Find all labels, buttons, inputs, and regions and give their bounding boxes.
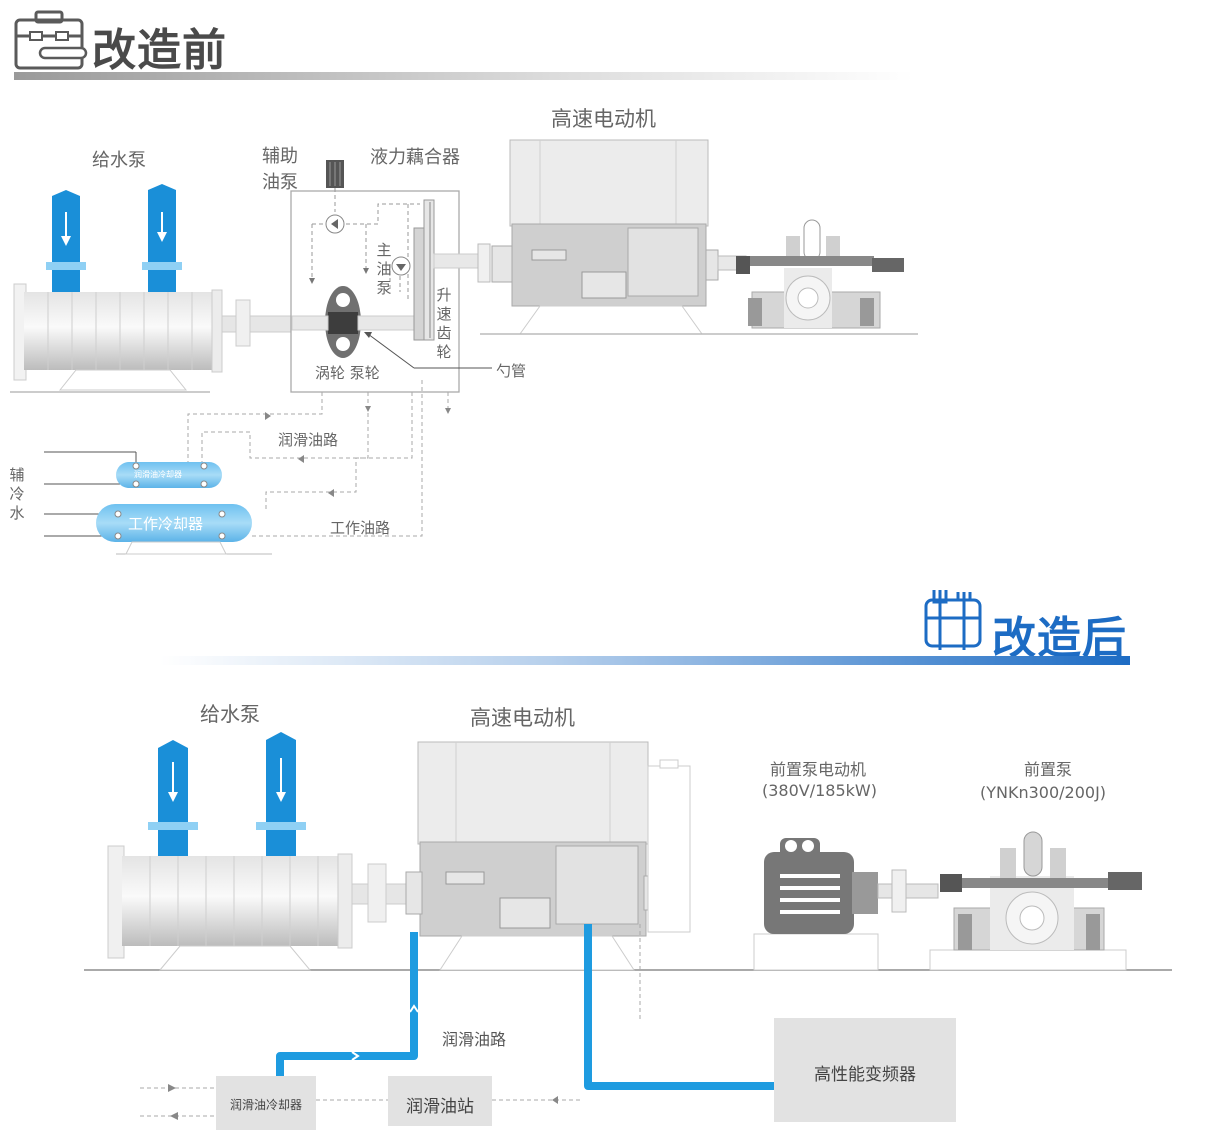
before-feed-pump-label: 给水泵 bbox=[92, 150, 146, 171]
lube-oil-pipes bbox=[276, 924, 774, 1090]
step-up-gear-char: 齿 bbox=[436, 324, 452, 342]
lube-oil-station-box bbox=[388, 1076, 492, 1126]
working-cooler-shape bbox=[96, 504, 272, 555]
before-booster-pump bbox=[736, 219, 904, 329]
after-lube-oil-cooler-box bbox=[216, 1076, 316, 1130]
lube-oil-cooler-shape bbox=[116, 462, 222, 488]
aux-oil-pump-label-line1: 辅助 bbox=[262, 146, 298, 167]
scoop-tube-label: 勺管 bbox=[496, 362, 527, 380]
step-up-gear-char: 轮 bbox=[436, 343, 452, 361]
fluid-coupling-label: 液力藕合器 bbox=[370, 147, 460, 168]
aux-oil-pump-label-line2: 油泵 bbox=[262, 172, 298, 193]
toolbox-icon bbox=[14, 10, 88, 70]
lube-oil-station-label: 润滑油站 bbox=[406, 1097, 474, 1117]
after-feed-pump bbox=[107, 732, 409, 971]
aux-cooling-water-lines bbox=[44, 451, 137, 537]
before-diagram bbox=[10, 139, 918, 555]
main-oil-pump-char: 泵 bbox=[376, 279, 392, 297]
before-title-underline bbox=[14, 72, 914, 80]
aux-cooling-water-label: 辅 冷 水 bbox=[9, 466, 25, 523]
step-up-gear-char: 速 bbox=[436, 305, 452, 323]
main-oil-pump-char: 主 bbox=[376, 241, 392, 259]
wrench-icon bbox=[924, 590, 982, 650]
main-oil-pump-char: 油 bbox=[376, 260, 392, 278]
booster-motor-shape bbox=[753, 838, 939, 971]
fluid-coupling-box bbox=[290, 160, 492, 393]
turbine-impeller-label: 涡轮 泵轮 bbox=[315, 364, 380, 382]
after-motor bbox=[405, 741, 691, 971]
booster-pump-label: 前置泵 bbox=[1024, 760, 1073, 779]
booster-pump-model-label: (YNKn300/200J) bbox=[980, 783, 1107, 802]
after-lube-oil-line-label: 润滑油路 bbox=[442, 1030, 507, 1049]
vfd-box bbox=[774, 1018, 956, 1122]
before-lube-oil-line-label: 润滑油路 bbox=[278, 431, 339, 449]
aux-cooling-water-char: 冷 bbox=[9, 485, 25, 503]
main-oil-pump-label: 主 油 泵 bbox=[376, 241, 392, 298]
pipe-flow-arrows bbox=[351, 1004, 419, 1061]
after-title-underline bbox=[160, 656, 1130, 665]
before-flow-arrows bbox=[265, 406, 451, 497]
after-booster-pump bbox=[929, 831, 1142, 971]
working-cooler-label: 工作冷却器 bbox=[128, 515, 204, 533]
vfd-label: 高性能变频器 bbox=[814, 1065, 916, 1085]
after-flow-arrows bbox=[168, 1084, 558, 1120]
after-title: 改造后 bbox=[992, 613, 1127, 664]
after-motor-label: 高速电动机 bbox=[470, 706, 575, 730]
after-diagram bbox=[84, 732, 1172, 1130]
before-feed-pump bbox=[10, 184, 293, 393]
before-title: 改造前 bbox=[92, 25, 227, 76]
step-up-gear-char: 升 bbox=[436, 286, 452, 304]
after-feed-pump-label: 给水泵 bbox=[200, 702, 260, 726]
booster-motor-spec-label: (380V/185kW) bbox=[762, 781, 877, 800]
booster-motor-label: 前置泵电动机 bbox=[770, 760, 867, 779]
working-oil-line-label: 工作油路 bbox=[330, 519, 391, 537]
step-up-gear-label: 升 速 齿 轮 bbox=[436, 286, 452, 362]
after-section: 改造后 bbox=[0, 580, 1208, 1146]
before-lube-oil-cooler-label: 润滑油冷却器 bbox=[134, 470, 182, 479]
aux-cooling-water-char: 水 bbox=[9, 504, 25, 522]
before-motor-label: 高速电动机 bbox=[551, 107, 656, 131]
after-lube-oil-cooler-label: 润滑油冷却器 bbox=[229, 1098, 302, 1112]
aux-cooling-water-char: 辅 bbox=[9, 466, 25, 484]
before-section: 改造前 bbox=[0, 0, 1208, 570]
